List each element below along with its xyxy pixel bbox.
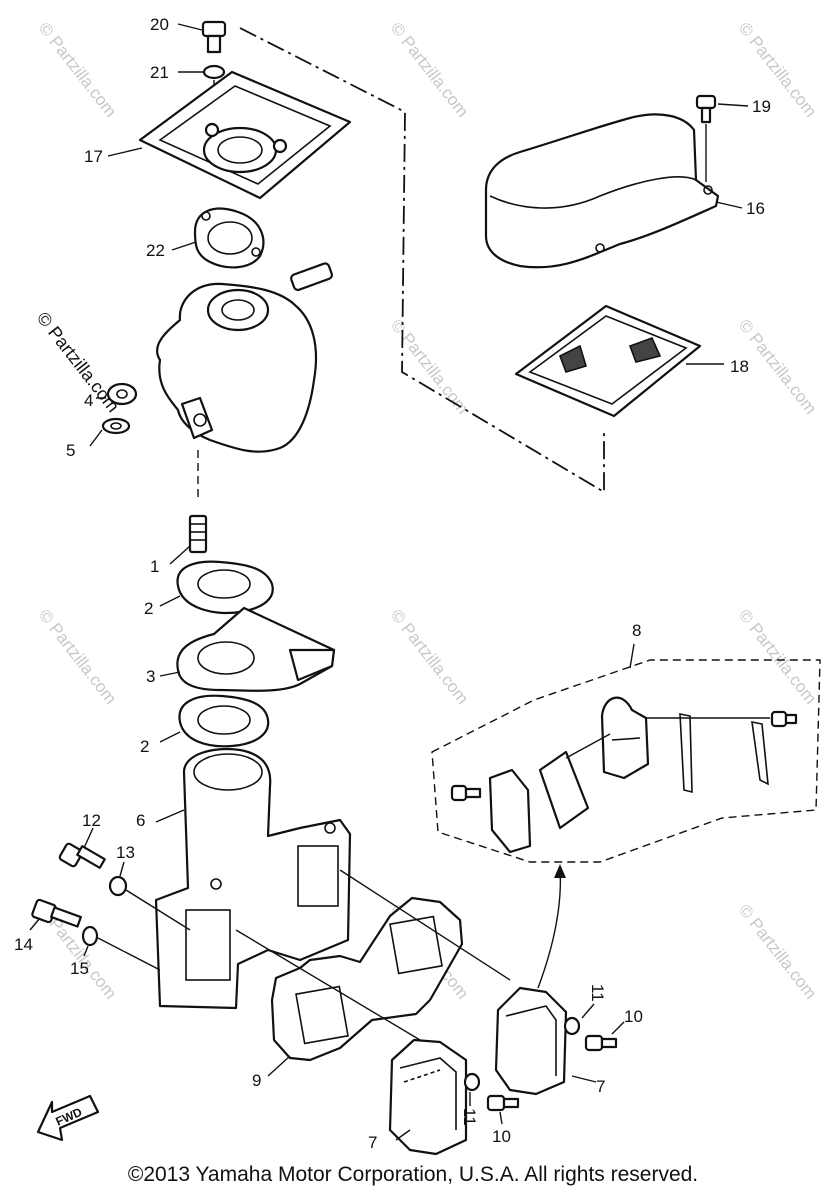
callout-19: 19 [752, 97, 771, 116]
callout-18: 18 [730, 357, 749, 376]
part-21-nut [202, 64, 226, 80]
callout-17: 17 [84, 147, 103, 166]
part-13-washer [108, 875, 128, 897]
watermark: © Partzilla.com [387, 316, 473, 418]
callouts: 20 21 17 22 19 16 18 4 5 1 2 3 2 6 12 13… [14, 15, 771, 1152]
reed-stopper-screw [770, 710, 798, 728]
part-10-screw-lower [486, 1094, 520, 1112]
leader-10b [611, 1021, 625, 1035]
leader-13-path [125, 889, 191, 931]
watermark: © Partzilla.com [387, 606, 473, 708]
watermark: © Partzilla.com [35, 19, 121, 121]
leader-2b [159, 731, 181, 743]
leader-1 [169, 545, 191, 565]
part-3-plate [176, 606, 336, 692]
watermark: © Partzilla.com [387, 19, 473, 121]
part-20-bolt [201, 20, 227, 54]
leader-14 [29, 917, 41, 931]
reed-screw [450, 784, 482, 802]
leader-12 [83, 827, 94, 849]
leader-9 [267, 1055, 291, 1077]
callout-22: 22 [146, 241, 165, 260]
copyright-notice: ©2013 Yamaha Motor Corporation, U.S.A. A… [127, 1163, 699, 1186]
part-14-bolt [31, 898, 82, 928]
callout-14: 14 [14, 935, 33, 954]
leader-8-arrow [537, 869, 562, 989]
callout-12: 12 [82, 811, 101, 830]
callout-5: 5 [66, 441, 75, 460]
callout-11a: 11 [460, 1108, 479, 1126]
part-16-silencer [484, 113, 720, 269]
callout-11b: 11 [588, 984, 607, 1002]
leader-15-path [97, 937, 161, 971]
part-7-reed-valve-upper [494, 986, 568, 1096]
callout-6: 6 [136, 811, 145, 830]
part-8-enclosure [431, 659, 821, 863]
callout-10b: 10 [624, 1007, 643, 1026]
callout-15: 15 [70, 959, 89, 978]
part-22-gasket [193, 207, 265, 269]
leader-11b [581, 1003, 595, 1019]
carburetor [156, 262, 334, 453]
leader-13 [119, 861, 125, 877]
part-6-manifold [154, 747, 352, 1010]
leader-path-2 [339, 869, 511, 981]
callout-7b: 7 [596, 1077, 605, 1096]
part-2-gasket-upper [176, 560, 274, 615]
callout-9: 9 [252, 1071, 261, 1090]
callout-4: 4 [84, 391, 93, 410]
leader-path-1 [235, 929, 421, 1041]
leader-15 [83, 945, 89, 957]
leader-7a [395, 1129, 411, 1141]
part-1-stud [188, 514, 208, 554]
watermarks: © Partzilla.com © Partzilla.com © Partzi… [33, 19, 821, 1003]
part-11-washer-upper [563, 1016, 581, 1036]
watermark: © Partzilla.com [35, 606, 121, 708]
callout-3: 3 [146, 667, 155, 686]
leader-6 [155, 809, 185, 823]
leader-5 [89, 429, 103, 447]
watermark: © Partzilla.com [735, 901, 821, 1003]
part-5-washer [101, 417, 131, 435]
callout-2b: 2 [140, 737, 149, 756]
callout-20: 20 [150, 15, 169, 34]
part-12-bolt [58, 842, 106, 869]
callout-21: 21 [150, 63, 169, 82]
callout-16: 16 [746, 199, 765, 218]
callout-7a: 7 [368, 1133, 377, 1152]
leader-2a [159, 595, 181, 607]
callout-10a: 10 [492, 1127, 511, 1146]
leader-3 [159, 671, 181, 677]
part-15-washer [81, 925, 99, 947]
leader-7b [571, 1075, 597, 1083]
part-18-filter [514, 304, 702, 418]
arrow-head [554, 864, 566, 878]
assembly-line-top [239, 27, 605, 494]
part-11-washer-lower [463, 1072, 481, 1092]
part-2-gasket-lower [178, 694, 270, 748]
leader-10a [499, 1111, 503, 1125]
leader-8 [629, 643, 635, 669]
part-4-nut [106, 382, 138, 406]
part-7-reed-valve-lower [388, 1038, 468, 1156]
part-8-exploded [450, 696, 798, 854]
part-10-screw-upper [584, 1034, 618, 1052]
callout-2a: 2 [144, 599, 153, 618]
watermark: © Partzilla.com [735, 606, 821, 708]
fwd-arrow: FWD [36, 1094, 100, 1142]
callout-1: 1 [150, 557, 159, 576]
part-19-bolt [695, 94, 717, 124]
part-9-gasket [270, 896, 464, 1062]
callout-8: 8 [632, 621, 641, 640]
leader-8-inner-2 [565, 733, 611, 759]
part-17-cover [138, 70, 352, 200]
callout-13: 13 [116, 843, 135, 862]
